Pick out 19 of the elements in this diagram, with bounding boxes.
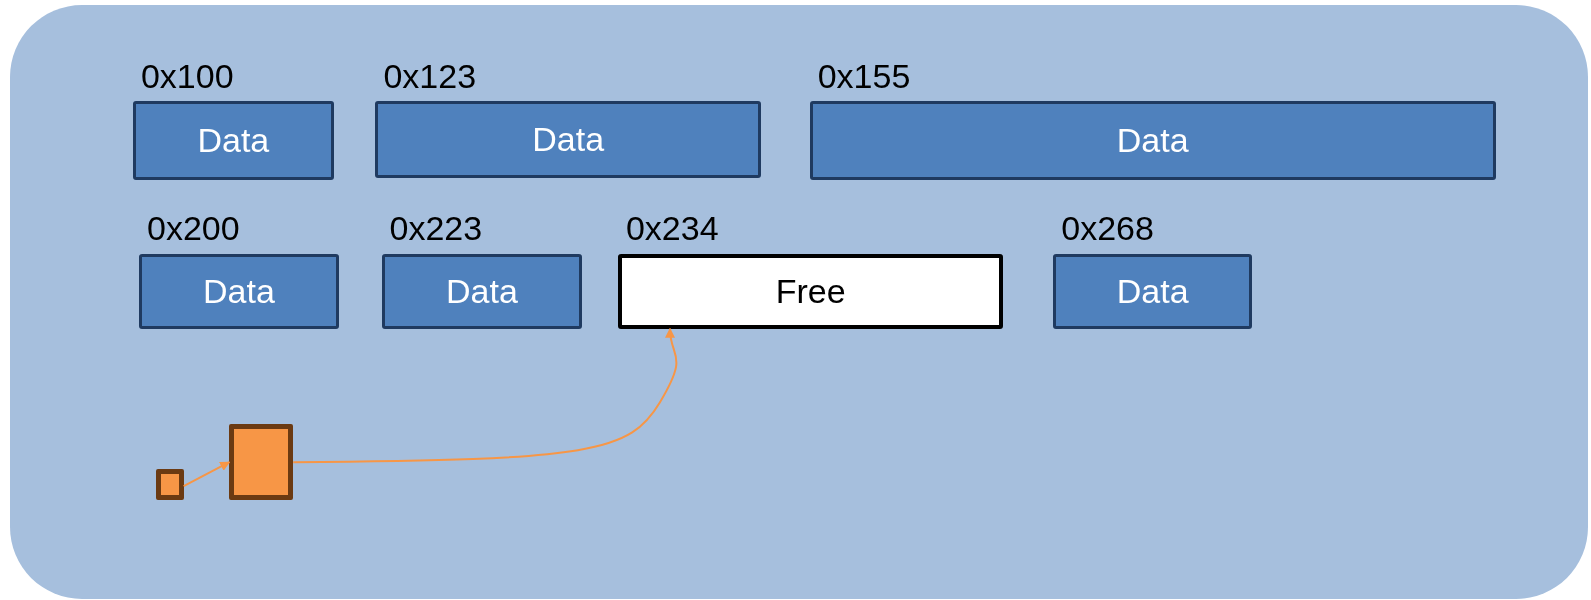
pointer-block: [229, 424, 294, 501]
data-block: Data: [381, 253, 583, 329]
data-block: Data: [809, 101, 1496, 180]
address-label: 0x268: [1061, 211, 1154, 246]
address-label: 0x223: [389, 211, 483, 246]
data-block: Data: [1053, 253, 1253, 329]
address-label: 0x123: [383, 58, 477, 93]
free-block: Free: [617, 253, 1004, 329]
arrow: [292, 327, 678, 464]
address-label: 0x234: [625, 211, 719, 246]
arrow: [182, 461, 231, 488]
pointer-block: [156, 468, 184, 501]
data-block: Data: [132, 101, 334, 180]
address-label: 0x155: [817, 58, 911, 93]
data-block: Data: [375, 101, 761, 178]
background-panel: [10, 5, 1588, 599]
data-block: Data: [139, 253, 339, 329]
address-label: 0x200: [147, 211, 240, 246]
address-label: 0x100: [140, 58, 234, 93]
